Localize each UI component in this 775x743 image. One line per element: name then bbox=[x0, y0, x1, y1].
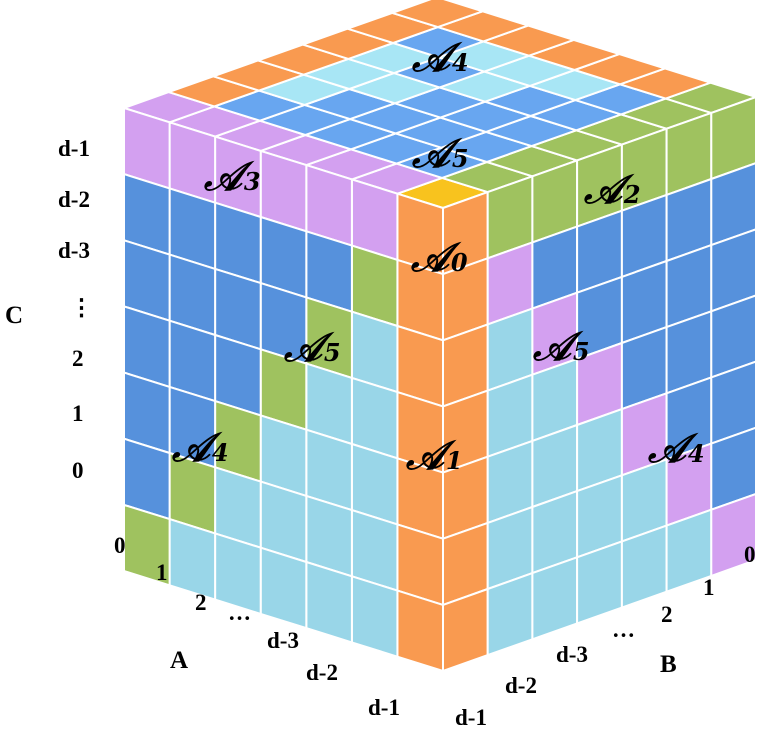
b-tick: 0 bbox=[744, 542, 756, 567]
a-axis-title: A bbox=[170, 647, 188, 674]
left-face-cell bbox=[259, 546, 308, 630]
region-label-a4-left: 𝒜4 bbox=[171, 424, 229, 471]
a-tick: 1 bbox=[156, 560, 168, 585]
b-tick: d-1 bbox=[455, 705, 487, 730]
a-tick: d-2 bbox=[306, 660, 338, 685]
left-face-cell bbox=[305, 561, 353, 644]
c-tick: d-3 bbox=[58, 238, 90, 263]
right-face-cell bbox=[710, 492, 757, 577]
left-face-cell bbox=[168, 518, 217, 601]
c-tick: 1 bbox=[72, 401, 84, 426]
b-tick: d-2 bbox=[505, 673, 537, 698]
left-face-cell bbox=[396, 589, 444, 672]
c-tick: 2 bbox=[72, 346, 84, 371]
b-tick: 2 bbox=[661, 602, 673, 627]
a-tick: 0 bbox=[114, 533, 126, 558]
c-tick: d-2 bbox=[58, 187, 90, 212]
a-tick: 2 bbox=[195, 590, 207, 615]
region-label-a4-top: 𝒜4 bbox=[411, 34, 469, 81]
top-face-cell bbox=[391, 0, 484, 29]
b-tick: … bbox=[612, 617, 635, 642]
a-tick: … bbox=[228, 600, 251, 625]
b-axis-title: B bbox=[660, 651, 677, 678]
c-tick: 0 bbox=[72, 458, 84, 483]
left-face-cell bbox=[350, 575, 399, 658]
c-tick: d-1 bbox=[58, 136, 90, 161]
c-tick: ⋮ bbox=[70, 295, 93, 320]
c-axis-title: C bbox=[5, 302, 23, 329]
b-tick: d-3 bbox=[556, 642, 588, 667]
a-tick: d-1 bbox=[368, 695, 400, 720]
left-face-cell bbox=[123, 503, 171, 587]
cube-cells bbox=[123, 0, 757, 672]
b-tick: 1 bbox=[703, 575, 715, 600]
a-tick: d-3 bbox=[267, 628, 299, 653]
